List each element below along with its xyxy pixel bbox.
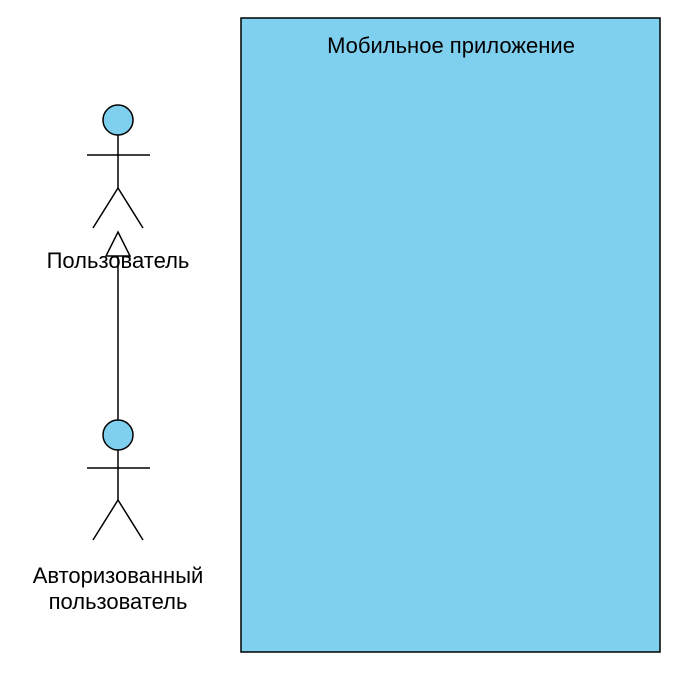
actor-user-right-leg (117, 187, 144, 229)
actor-user-left-leg (92, 187, 119, 229)
generalization-arrow[interactable] (104, 230, 132, 420)
actor-authorized-user-right-leg (117, 499, 144, 541)
system-boundary-rect[interactable] (240, 17, 661, 653)
actor-user-head (102, 104, 134, 136)
actor-authorized-user-left-leg (92, 499, 119, 541)
actor-authorized-user-label-line2: пользователь (49, 589, 188, 614)
actor-user[interactable]: Пользователь (47, 104, 190, 273)
actor-authorized-user[interactable]: Авторизованный пользователь (33, 419, 204, 614)
system-boundary-mobile-app[interactable]: Мобильное приложение (240, 17, 661, 653)
actor-user-label: Пользователь (47, 248, 190, 273)
generalization-triangle-icon (104, 230, 132, 257)
system-boundary-title: Мобильное приложение (327, 33, 575, 58)
actor-authorized-user-label-line1: Авторизованный (33, 563, 204, 588)
actor-authorized-user-head (102, 419, 134, 451)
